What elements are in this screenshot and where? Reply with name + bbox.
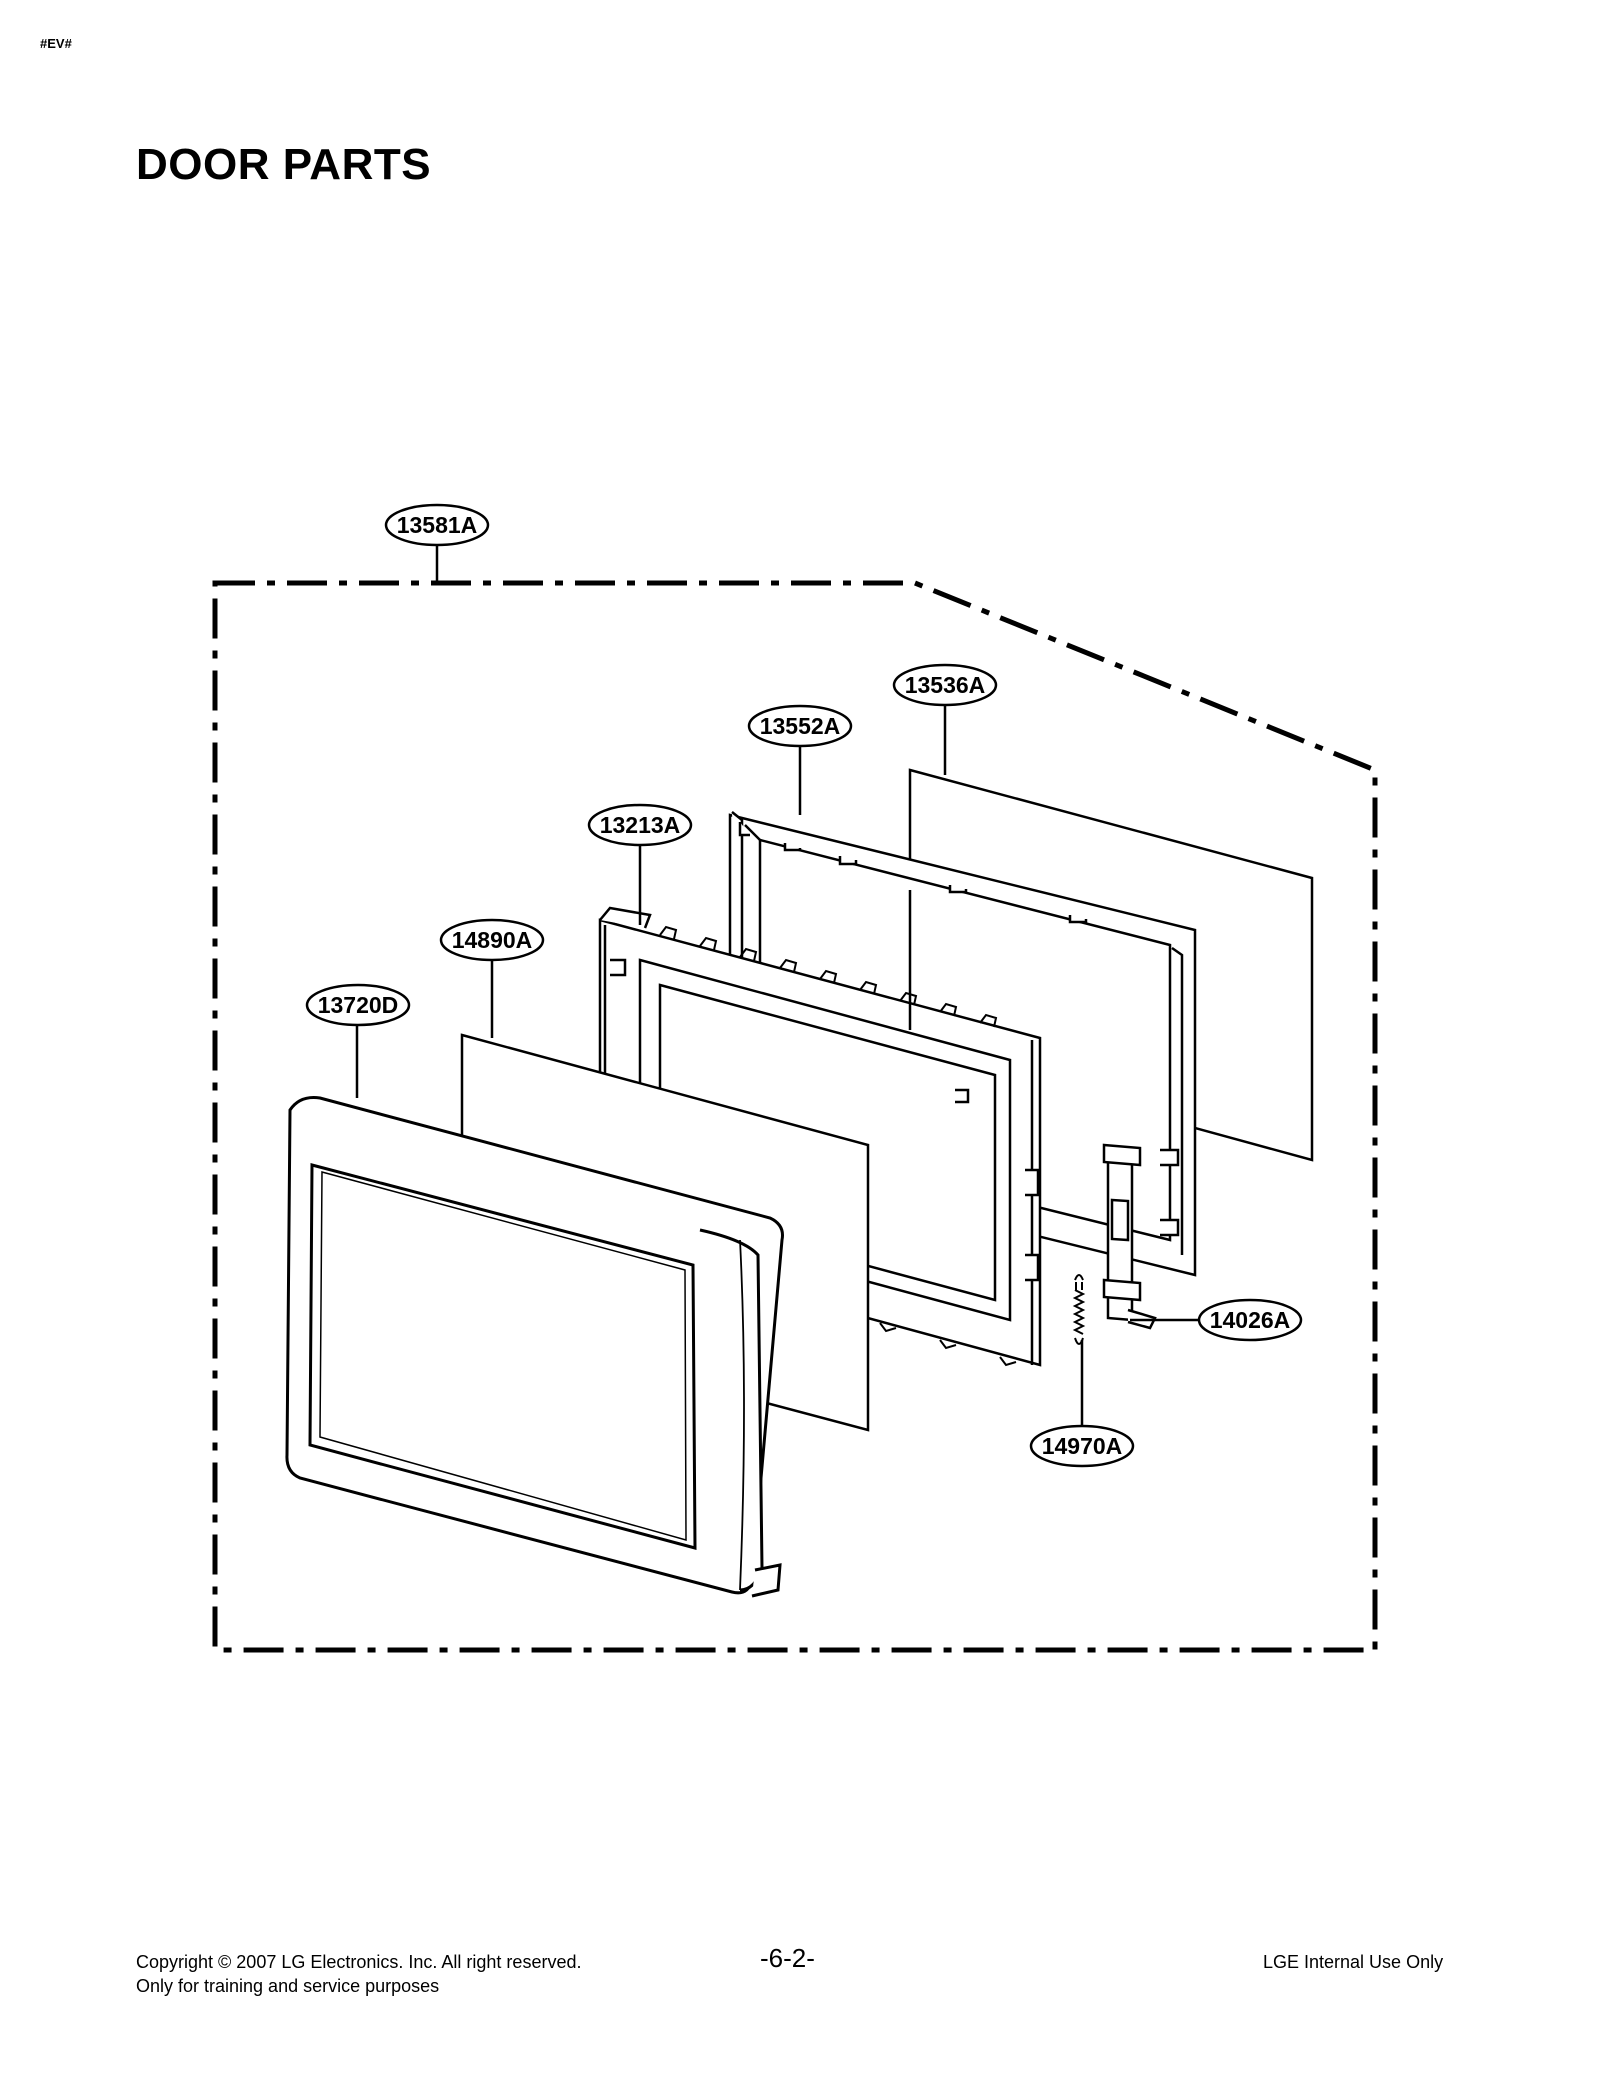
footer-left: Copyright © 2007 LG Electronics. Inc. Al… (136, 1950, 581, 1998)
part-label: 13720D (318, 992, 399, 1018)
leader-lines (355, 545, 1202, 1425)
part-label: 14890A (452, 927, 533, 953)
part-label: 14026A (1210, 1307, 1291, 1333)
part-callout-assembly: 13581A (384, 503, 490, 547)
part-label: 14970A (1042, 1433, 1123, 1459)
assembly-boundary (212, 580, 1378, 1653)
page-number: -6-2- (760, 1943, 815, 1973)
part-callout-door-frame: 13213A (587, 803, 693, 847)
purpose-text: Only for training and service purposes (136, 1976, 440, 1996)
door-trim-part (285, 1096, 784, 1598)
internal-use-text: LGE Internal Use Only (1263, 1952, 1444, 1972)
corner-mark: #EV# (40, 36, 72, 51)
part-callout-choke-frame: 13552A (747, 704, 853, 748)
part-callout-sheet-front: 14890A (439, 918, 545, 962)
part-callout-latch: 14026A (1197, 1298, 1303, 1342)
part-label: 13213A (600, 812, 681, 838)
part-callout-door-trim: 13720D (305, 983, 411, 1027)
latch-part (1102, 1143, 1157, 1330)
part-label: 13581A (397, 512, 478, 538)
page-title: DOOR PARTS (136, 140, 432, 189)
part-label: 13536A (905, 672, 986, 698)
part-callout-sheet-rear: 13536A (892, 663, 998, 707)
part-callout-spring: 14970A (1029, 1424, 1135, 1468)
part-label: 13552A (760, 713, 841, 739)
copyright-text: Copyright © 2007 LG Electronics. Inc. Al… (136, 1952, 582, 1972)
spring-part (1072, 1274, 1086, 1345)
